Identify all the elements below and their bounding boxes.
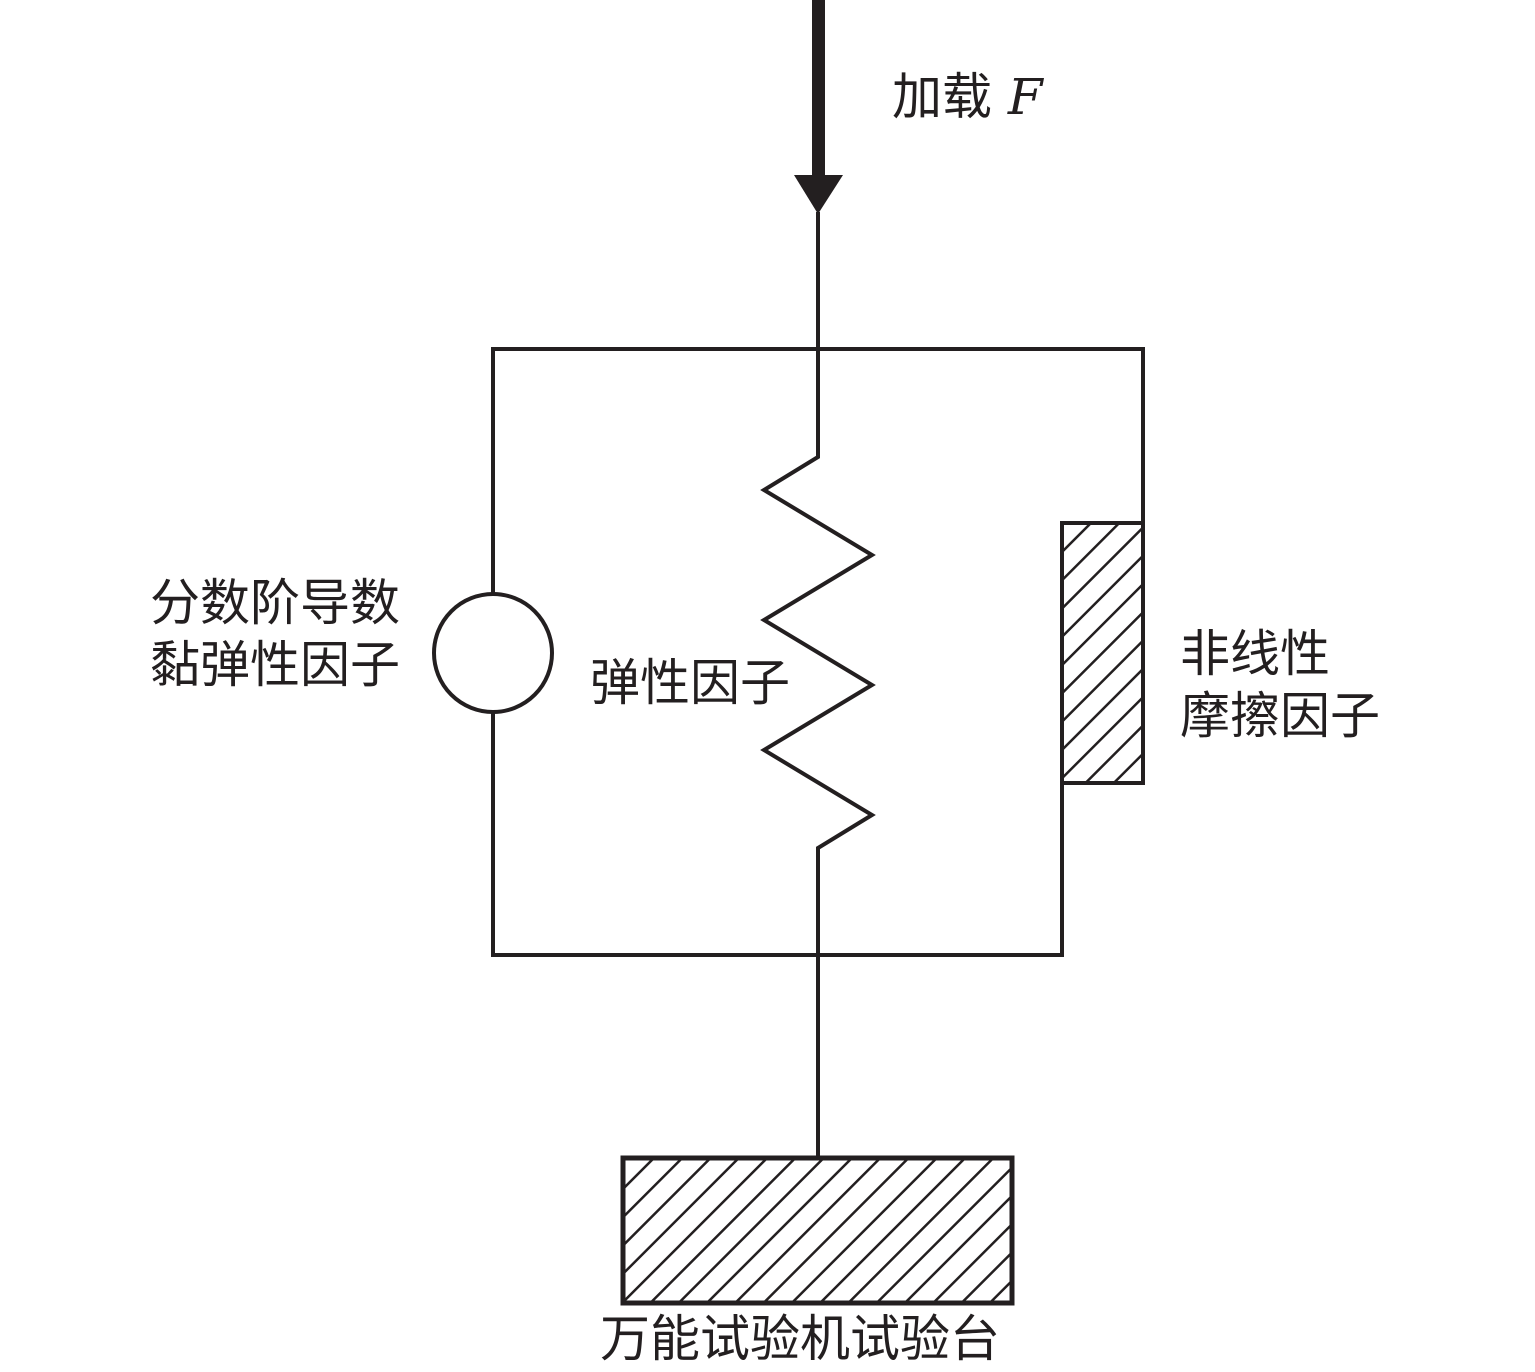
- friction-block: [1060, 521, 1145, 785]
- viscoelastic-element: [432, 592, 554, 714]
- load-label: 加载 F: [892, 66, 1043, 128]
- friction-label-line1: 非线性: [1180, 625, 1330, 683]
- test-bench-block: [620, 1155, 1015, 1306]
- viscoelastic-label-line1: 分数阶导数: [150, 574, 400, 632]
- spring-element: [760, 349, 876, 955]
- load-text: 加载: [892, 68, 992, 126]
- base-label: 万能试验机试验台: [600, 1310, 1000, 1368]
- viscoelastic-label-line2: 黏弹性因子: [150, 636, 400, 694]
- elastic-label: 弹性因子: [590, 654, 790, 712]
- load-arrow: [794, 0, 843, 214]
- friction-label-line2: 摩擦因子: [1180, 687, 1380, 745]
- viscoelastic-label: 分数阶导数 黏弹性因子: [150, 572, 400, 696]
- friction-label: 非线性 摩擦因子: [1180, 623, 1380, 747]
- load-symbol: F: [1007, 68, 1043, 126]
